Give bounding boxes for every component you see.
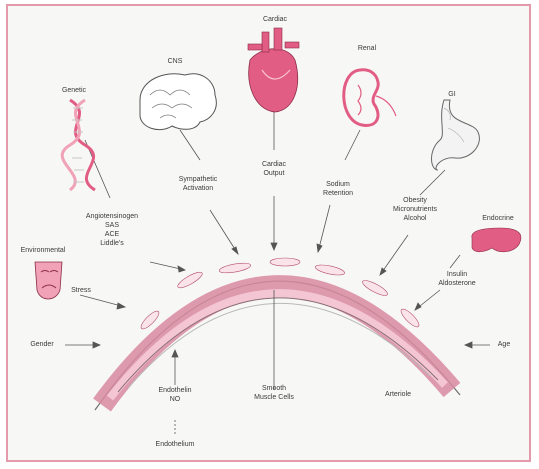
kidney-icon bbox=[344, 70, 396, 126]
label-endothelin: Endothelin NO bbox=[150, 386, 200, 404]
label-smooth-muscle: Smooth Muscle Cells bbox=[246, 384, 302, 402]
label-cardiac: Cardiac bbox=[255, 15, 295, 24]
label-renal: Renal bbox=[352, 44, 382, 53]
label-age: Age bbox=[492, 340, 516, 349]
label-environmental: Environmental bbox=[12, 246, 74, 255]
label-gender: Gender bbox=[22, 340, 62, 349]
label-cns: CNS bbox=[160, 57, 190, 66]
label-obesity: Obesity Micronutrients Alcohol bbox=[380, 196, 450, 223]
label-genetic: Genetic bbox=[52, 86, 96, 95]
label-insulin: Insulin Aldosterone bbox=[428, 270, 486, 288]
label-endocrine: Endocrine bbox=[470, 214, 526, 223]
pancreas-icon bbox=[472, 228, 521, 252]
label-angiotensinogen: Angiotensinogen SAS ACE Liddle's bbox=[78, 212, 146, 248]
label-sodium: Sodium Retention bbox=[312, 180, 364, 198]
label-stress: Stress bbox=[66, 286, 96, 295]
brain-icon bbox=[140, 74, 216, 130]
stomach-icon bbox=[432, 100, 480, 170]
label-sympathetic: Sympathetic Activation bbox=[168, 175, 228, 193]
mask-icon bbox=[35, 262, 62, 299]
label-arteriole: Arteriole bbox=[374, 390, 422, 399]
label-gi: GI bbox=[440, 90, 464, 99]
label-endothelium: Endothelium bbox=[140, 440, 210, 449]
heart-icon bbox=[248, 28, 299, 112]
label-cardiac-output: Cardiac Output bbox=[252, 160, 296, 178]
dna-helix-icon bbox=[62, 100, 95, 190]
